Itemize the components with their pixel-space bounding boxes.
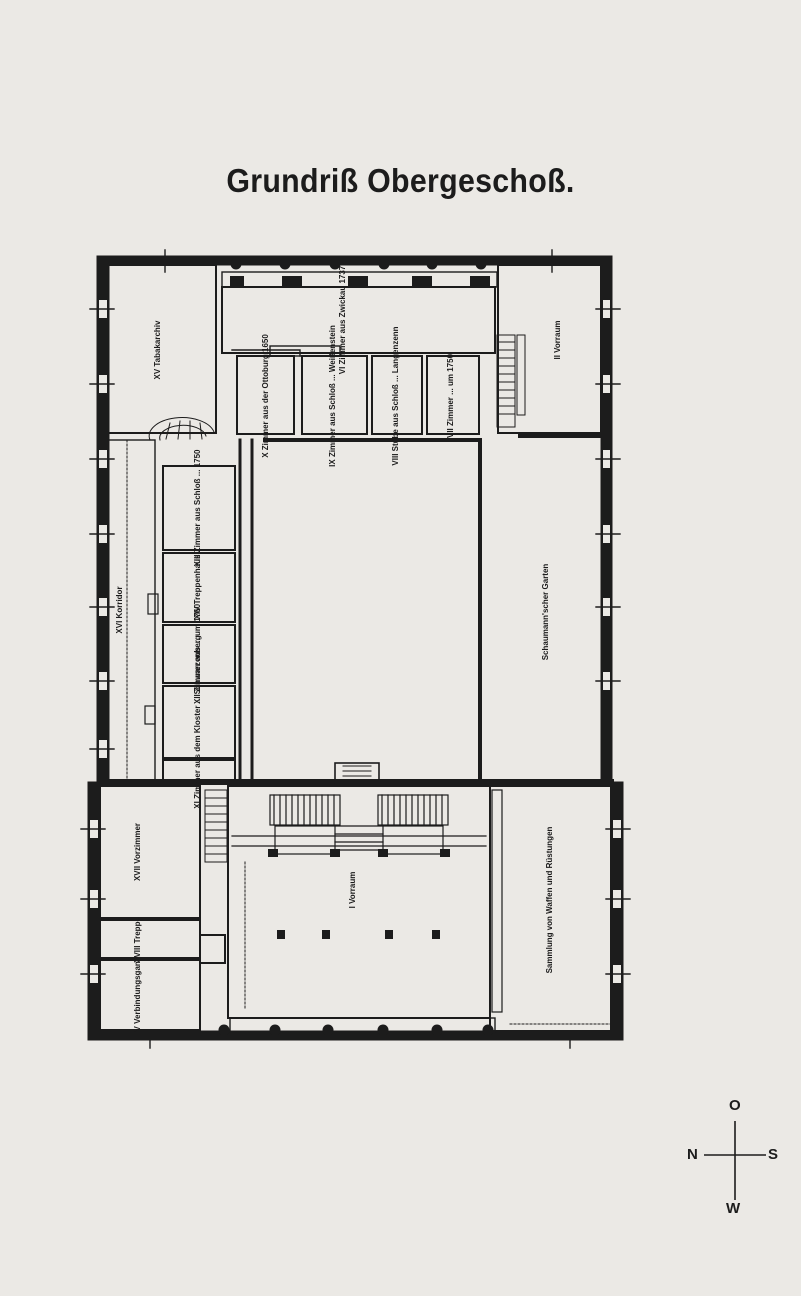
compass-south-label: S	[768, 1146, 779, 1163]
room-xvii-label: XVII Vorzimmer	[133, 823, 142, 881]
page-title: Grundriß Obergeschoß.	[226, 162, 575, 199]
room-viii-label: VIII Stube aus Schloß ... Langenzenn	[391, 326, 400, 465]
room-hall-label: Sammlung von Waffen und Rüstungen	[545, 826, 554, 973]
room-i-label: I Vorraum	[348, 872, 357, 909]
wall-top	[96, 255, 613, 266]
room-xiii-label: XIII Zimmer aus Schloß ... 1750	[193, 449, 202, 566]
room-iv-label: IV Verbindungsgang	[133, 956, 142, 1033]
room-x-label: X Zimmer aus der Ottoburg 1650	[261, 334, 270, 458]
room-xii-label: XII Zimmer aus ... um 1760	[193, 603, 202, 704]
room-courtyard-label: Schaumann'scher Garten	[541, 564, 550, 661]
room-xviii-label: XVIII Treppe	[133, 917, 142, 963]
compass-west-label: W	[726, 1200, 741, 1217]
wall-right-upper	[600, 255, 613, 785]
compass-icon	[704, 1121, 766, 1200]
room-xi-label: XI Zimmer aus dem Kloster ... Schwarzenb…	[193, 635, 202, 809]
room-xvi-label: XVI Korridor	[115, 586, 124, 633]
room-vii-label: VII Zimmer ... um 1750	[446, 353, 455, 438]
room-xv-label: XV Tabakarchiv	[153, 320, 162, 380]
room-vi-label: VI Zimmer aus Zwickau 1737	[338, 265, 347, 374]
compass-east-label: O	[729, 1097, 741, 1114]
compass-north-label: N	[687, 1146, 698, 1163]
room-ix-label: IX Zimmer aus Schloß ... Weißenstein	[328, 325, 337, 467]
room-ii-label: II Vorraum	[553, 321, 562, 360]
room-xiv-label: XIV Treppenhaus	[193, 554, 202, 619]
